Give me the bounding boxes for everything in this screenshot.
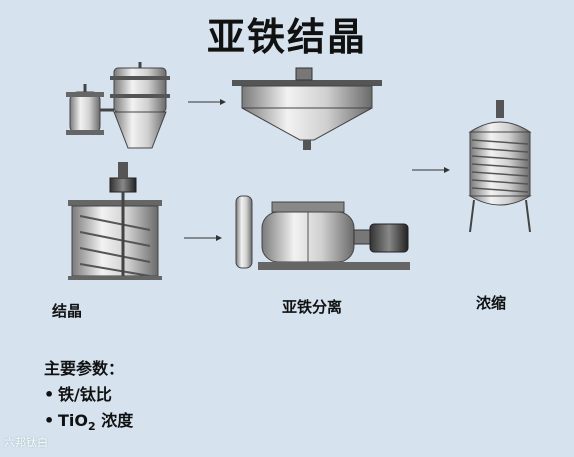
bullet: • [44, 385, 55, 404]
main-parameters: 主要参数： •铁/钛比 •TiO2 浓度 [44, 356, 133, 440]
param-text-rest: 浓度 [95, 411, 134, 430]
diagram-title: 亚铁结晶 [206, 15, 367, 59]
centrifuge-separator-icon [235, 195, 410, 270]
param-text-subscript: 2 [88, 420, 96, 434]
vacuum-crystallizer-icon [66, 62, 170, 149]
concentrator-reactor-icon [468, 100, 532, 233]
param-item: •TiO2 浓度 [44, 408, 133, 440]
stage-label-crystallization: 结晶 [52, 302, 83, 320]
bullet: • [44, 411, 55, 430]
stage-label-separation: 亚铁分离 [282, 298, 343, 316]
param-text: 铁/钛比 [58, 385, 112, 404]
flow-arrows [184, 99, 450, 241]
param-item: •铁/钛比 [44, 382, 133, 408]
crystallizer-tank-icon [68, 162, 162, 280]
params-heading: 主要参数： [44, 359, 125, 378]
stage-label-concentration: 浓缩 [476, 294, 507, 312]
settling-tank-icon [232, 67, 382, 150]
param-text-main: TiO [58, 411, 88, 430]
watermark: 六邦钛白 [4, 436, 48, 449]
